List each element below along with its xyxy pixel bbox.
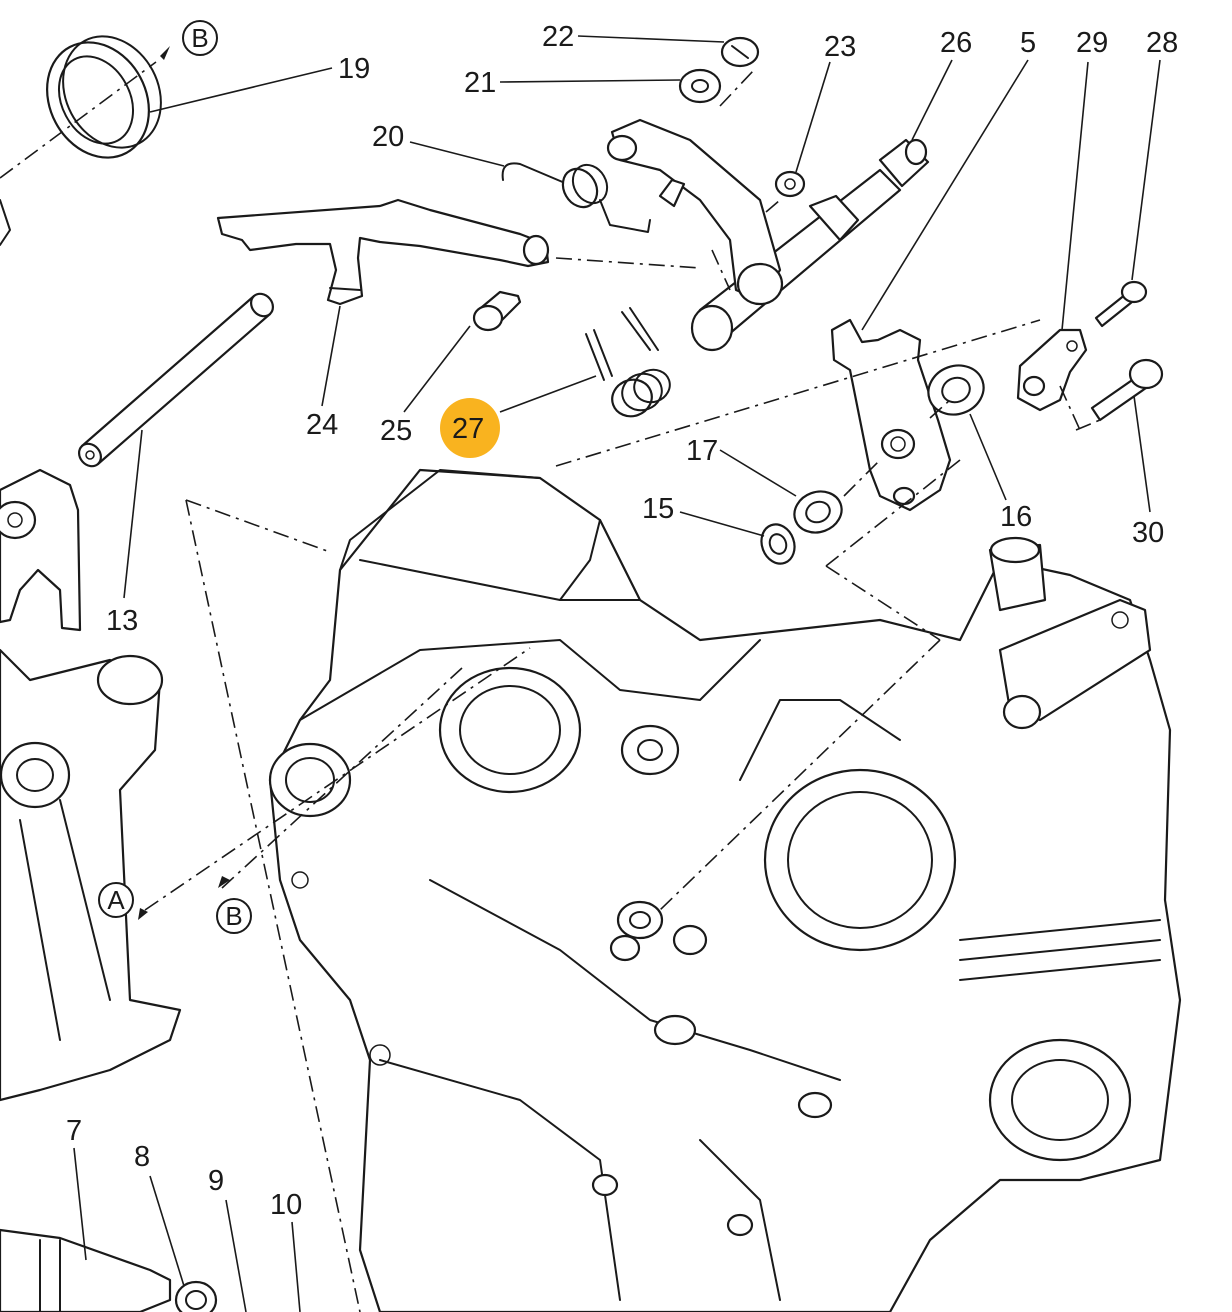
callout-16: 16	[1000, 501, 1032, 533]
callout-24: 24	[306, 409, 338, 441]
part-27-return-spring	[585, 307, 671, 418]
part-17-washer	[793, 490, 843, 534]
callout-25: 25	[380, 415, 412, 447]
part-25-pin	[472, 290, 522, 332]
crankcase-half	[268, 468, 1182, 1312]
callout-15: 15	[642, 493, 674, 525]
callout-13: 13	[106, 605, 138, 637]
reference-marker-B-bottom: B	[216, 898, 252, 934]
part-13-fork-shaft	[77, 292, 275, 468]
part-7-shaft	[0, 1228, 172, 1312]
left-shift-fork	[0, 199, 82, 632]
callout-17: 17	[686, 435, 718, 467]
callout-28: 28	[1146, 27, 1178, 59]
part-15-circlip	[760, 523, 796, 565]
part-22-circlip	[720, 36, 760, 68]
selector-arm	[606, 118, 784, 306]
callout-30: 30	[1132, 517, 1164, 549]
part-24-selector-lever	[216, 198, 550, 306]
callout-27: 27	[452, 413, 484, 445]
part-8-washer	[174, 1280, 218, 1312]
callout-labels: 22 21 23 26 5 29 28 19 20 24 25 27 17 15…	[66, 21, 1178, 1221]
part-28-bolt	[1094, 280, 1148, 328]
callout-8: 8	[134, 1141, 150, 1173]
callout-10: 10	[270, 1189, 302, 1221]
callout-23: 23	[824, 31, 856, 63]
svg-text:A: A	[107, 885, 125, 915]
callout-7: 7	[66, 1115, 82, 1147]
callout-5: 5	[1020, 27, 1036, 59]
highlight-27-marker	[440, 398, 500, 458]
part-5-plate	[830, 318, 952, 512]
svg-text:B: B	[225, 901, 242, 931]
callout-29: 29	[1076, 27, 1108, 59]
callout-21: 21	[464, 67, 496, 99]
part-19-seal	[46, 35, 162, 159]
assembly-lines	[0, 61, 1101, 1312]
callout-19: 19	[338, 53, 370, 85]
callout-26: 26	[940, 27, 972, 59]
part-16-washer	[927, 364, 985, 416]
part-23-nut	[774, 170, 806, 198]
left-crankcase-partial	[0, 648, 182, 1102]
part-20-spring	[501, 162, 651, 233]
reference-arrows	[138, 46, 230, 920]
callout-22: 22	[542, 21, 574, 53]
reference-marker-A: A	[98, 882, 134, 918]
part-21-washer	[678, 68, 722, 104]
leader-lines	[73, 35, 1161, 1312]
callout-20: 20	[372, 121, 404, 153]
svg-text:B: B	[191, 23, 208, 53]
part-29-stopper	[1016, 328, 1088, 412]
reference-marker-B-top: B	[182, 20, 218, 56]
callout-9: 9	[208, 1165, 224, 1197]
part-30-bolt	[1090, 358, 1164, 422]
